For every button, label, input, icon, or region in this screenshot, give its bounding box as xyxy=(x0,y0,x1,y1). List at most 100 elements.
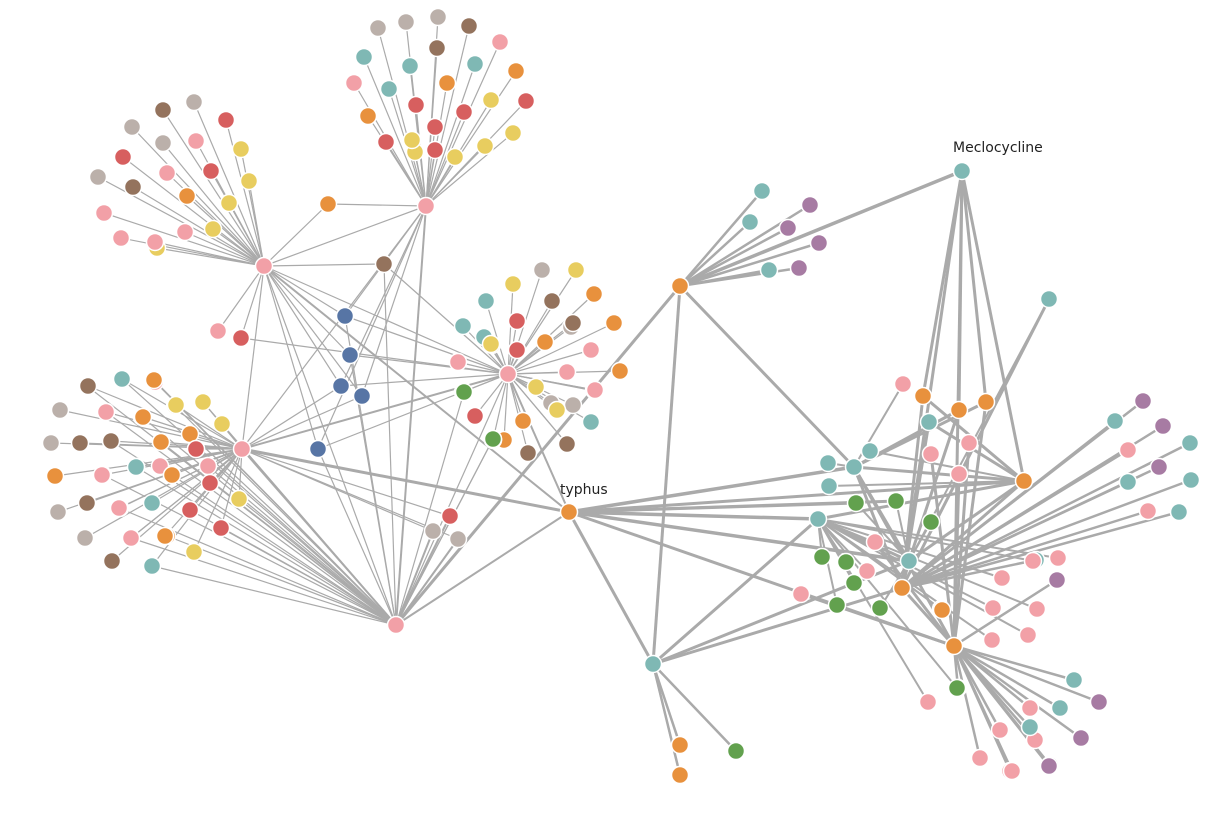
leaf-node[interactable] xyxy=(581,340,601,360)
leaf-node[interactable] xyxy=(1169,502,1189,522)
node[interactable] xyxy=(913,386,933,406)
leaf-node[interactable] xyxy=(155,526,175,546)
node-mecl[interactable] xyxy=(952,161,972,181)
leaf-node[interactable] xyxy=(483,429,503,449)
node[interactable] xyxy=(819,476,839,496)
leaf-node[interactable] xyxy=(809,233,829,253)
node[interactable] xyxy=(1023,551,1043,571)
leaf-node[interactable] xyxy=(1002,761,1022,781)
leaf-node[interactable] xyxy=(448,352,468,372)
hub-node[interactable] xyxy=(892,578,912,598)
node[interactable] xyxy=(983,598,1003,618)
hub-node[interactable] xyxy=(416,196,436,216)
leaf-node[interactable] xyxy=(216,110,236,130)
node[interactable] xyxy=(812,547,832,567)
hub-node[interactable] xyxy=(254,256,274,276)
leaf-node[interactable] xyxy=(186,131,206,151)
node[interactable] xyxy=(918,692,938,712)
leaf-node[interactable] xyxy=(454,102,474,122)
node[interactable] xyxy=(865,532,885,552)
leaf-node[interactable] xyxy=(726,741,746,761)
leaf-node[interactable] xyxy=(1039,756,1059,776)
leaf-node[interactable] xyxy=(445,147,465,167)
node[interactable] xyxy=(340,345,360,365)
leaf-node[interactable] xyxy=(507,311,527,331)
leaf-node[interactable] xyxy=(41,433,61,453)
node[interactable] xyxy=(308,439,328,459)
leaf-node[interactable] xyxy=(203,219,223,239)
node[interactable] xyxy=(886,491,906,511)
leaf-node[interactable] xyxy=(151,432,171,452)
leaf-node[interactable] xyxy=(212,414,232,434)
leaf-node[interactable] xyxy=(229,489,249,509)
leaf-node[interactable] xyxy=(88,167,108,187)
leaf-node[interactable] xyxy=(427,38,447,58)
leaf-node[interactable] xyxy=(1180,433,1200,453)
leaf-node[interactable] xyxy=(453,316,473,336)
node[interactable] xyxy=(947,678,967,698)
leaf-node[interactable] xyxy=(990,720,1010,740)
leaf-node[interactable] xyxy=(376,132,396,152)
leaf-node[interactable] xyxy=(516,91,536,111)
node[interactable] xyxy=(870,598,890,618)
leaf-node[interactable] xyxy=(121,528,141,548)
leaf-node[interactable] xyxy=(400,56,420,76)
leaf-node[interactable] xyxy=(425,117,445,137)
leaf-node[interactable] xyxy=(437,73,457,93)
leaf-node[interactable] xyxy=(789,258,809,278)
leaf-node[interactable] xyxy=(126,457,146,477)
leaf-node[interactable] xyxy=(476,291,496,311)
leaf-node[interactable] xyxy=(532,260,552,280)
leaf-node[interactable] xyxy=(425,140,445,160)
leaf-node[interactable] xyxy=(123,177,143,197)
leaf-node[interactable] xyxy=(481,90,501,110)
leaf-node[interactable] xyxy=(604,313,624,333)
leaf-node[interactable] xyxy=(402,130,422,150)
leaf-node[interactable] xyxy=(557,434,577,454)
hub-node[interactable] xyxy=(944,636,964,656)
leaf-node[interactable] xyxy=(112,369,132,389)
leaf-node[interactable] xyxy=(78,376,98,396)
leaf-node[interactable] xyxy=(547,400,567,420)
leaf-node[interactable] xyxy=(1153,416,1173,436)
hub-node[interactable] xyxy=(844,457,864,477)
leaf-node[interactable] xyxy=(535,332,555,352)
node[interactable] xyxy=(331,376,351,396)
leaf-node[interactable] xyxy=(201,161,221,181)
leaf-node[interactable] xyxy=(465,54,485,74)
hub-node[interactable] xyxy=(1014,471,1034,491)
leaf-node[interactable] xyxy=(177,186,197,206)
leaf-node[interactable] xyxy=(396,12,416,32)
node[interactable] xyxy=(949,400,969,420)
node[interactable] xyxy=(919,412,939,432)
leaf-node[interactable] xyxy=(109,498,129,518)
leaf-node[interactable] xyxy=(1089,692,1109,712)
node[interactable] xyxy=(670,765,690,785)
leaf-node[interactable] xyxy=(144,370,164,390)
leaf-node[interactable] xyxy=(239,171,259,191)
leaf-node[interactable] xyxy=(566,260,586,280)
hub-node[interactable] xyxy=(670,276,690,296)
leaf-node[interactable] xyxy=(454,382,474,402)
node[interactable] xyxy=(1018,625,1038,645)
leaf-node[interactable] xyxy=(581,412,601,432)
node[interactable] xyxy=(374,254,394,274)
node[interactable] xyxy=(208,321,228,341)
node[interactable] xyxy=(448,529,468,549)
leaf-node[interactable] xyxy=(211,518,231,538)
node[interactable] xyxy=(976,392,996,412)
leaf-node[interactable] xyxy=(45,466,65,486)
leaf-node[interactable] xyxy=(759,260,779,280)
leaf-node[interactable] xyxy=(368,18,388,38)
node[interactable] xyxy=(827,595,847,615)
node[interactable] xyxy=(335,306,355,326)
leaf-node[interactable] xyxy=(122,117,142,137)
leaf-node[interactable] xyxy=(354,47,374,67)
leaf-node[interactable] xyxy=(184,92,204,112)
leaf-node[interactable] xyxy=(1181,470,1201,490)
node[interactable] xyxy=(423,521,443,541)
leaf-node[interactable] xyxy=(184,542,204,562)
leaf-node[interactable] xyxy=(778,218,798,238)
node[interactable] xyxy=(318,194,338,214)
node[interactable] xyxy=(860,441,880,461)
